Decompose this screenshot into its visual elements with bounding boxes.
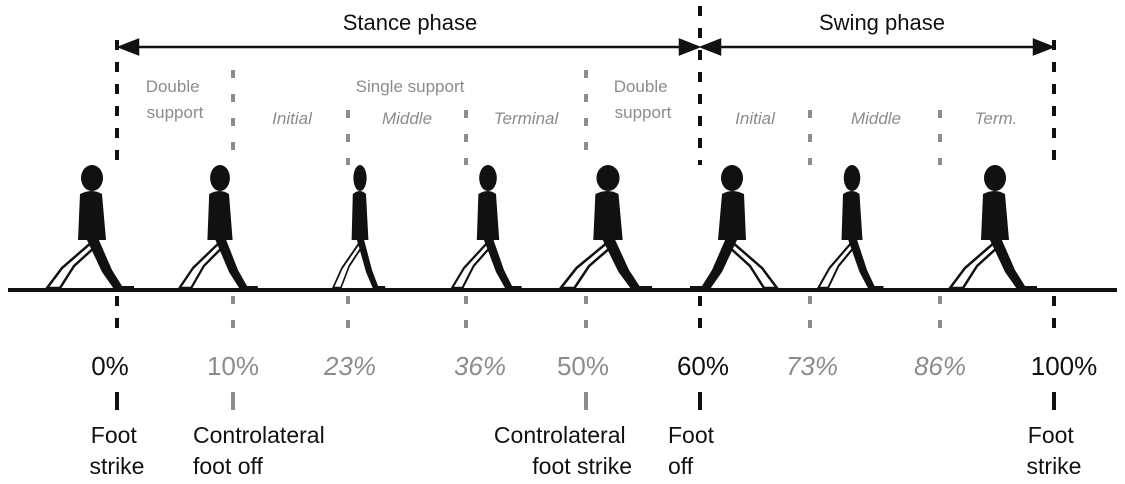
single-support-label: Single support [356,77,465,96]
swing-phase-title: Swing phase [819,10,945,35]
event-labels: Foot strike Controlateral foot off Contr… [90,422,1082,479]
event-contralateral-foot-off-line1: Controlateral [193,422,325,448]
event-foot-strike-start-line2: strike [90,453,145,479]
stance-phase-arrow [116,38,702,56]
percent-23: 23% [323,351,376,381]
swing-phase-arrow [698,38,1056,56]
event-contralateral-foot-off-line2: foot off [193,453,264,479]
double-support-label-2: Double support [614,77,673,122]
walker-figure-2 [178,163,260,294]
percent-73: 73% [786,351,838,381]
double-support-label-1-line1: Double [146,77,200,96]
walker-figure-1 [45,163,136,294]
event-foot-strike-end-line1: Foot [1028,422,1075,448]
percent-86: 86% [914,351,966,381]
event-contralateral-foot-strike-line1: Controlateral [494,422,626,448]
event-foot-strike-end-line2: strike [1027,453,1082,479]
stance-phase-title: Stance phase [343,10,478,35]
swing-terminal-label: Term. [975,109,1018,128]
event-foot-strike-start-line1: Foot [91,422,138,448]
double-support-label-2-line1: Double [614,77,668,96]
percent-0: 0% [91,351,129,381]
walker-figure-5 [559,163,654,294]
event-foot-off: Foot off [668,422,720,479]
double-support-label-1: Double support [146,77,205,122]
walking-figures [45,163,1039,294]
swing-middle-label: Middle [851,109,901,128]
event-markers-bottom [115,296,1056,410]
swing-initial-label: Initial [735,109,776,128]
percent-36: 36% [454,351,506,381]
percent-100: 100% [1031,351,1098,381]
walker-figure-4 [450,163,523,294]
event-foot-strike-end: Foot strike [1027,422,1082,479]
stance-middle-label: Middle [382,109,432,128]
event-foot-strike-start: Foot strike [90,422,145,479]
italic-subphase-labels: Initial Middle Terminal Initial Middle T… [272,109,1017,128]
stance-terminal-label: Terminal [494,109,560,128]
walker-figure-3 [331,163,387,294]
event-foot-off-line1: Foot [668,422,715,448]
percent-10: 10% [207,351,259,381]
percentage-labels: 0% 10% 23% 36% 50% 60% 73% 86% 100% [91,351,1097,381]
event-contralateral-foot-off: Controlateral foot off [193,422,331,479]
event-contralateral-foot-strike: Controlateral foot strike [494,422,632,479]
walker-figure-7 [817,163,885,294]
walker-figure-8 [948,163,1039,294]
event-foot-off-line2: off [668,453,694,479]
double-support-label-1-line2: support [147,103,204,122]
walker-figure-6 [688,163,779,294]
double-support-label-2-line2: support [615,103,672,122]
percent-60: 60% [677,351,729,381]
event-markers-top [115,6,1056,165]
stance-initial-label: Initial [272,109,313,128]
event-contralateral-foot-strike-line2: foot strike [532,453,632,479]
percent-50: 50% [557,351,609,381]
